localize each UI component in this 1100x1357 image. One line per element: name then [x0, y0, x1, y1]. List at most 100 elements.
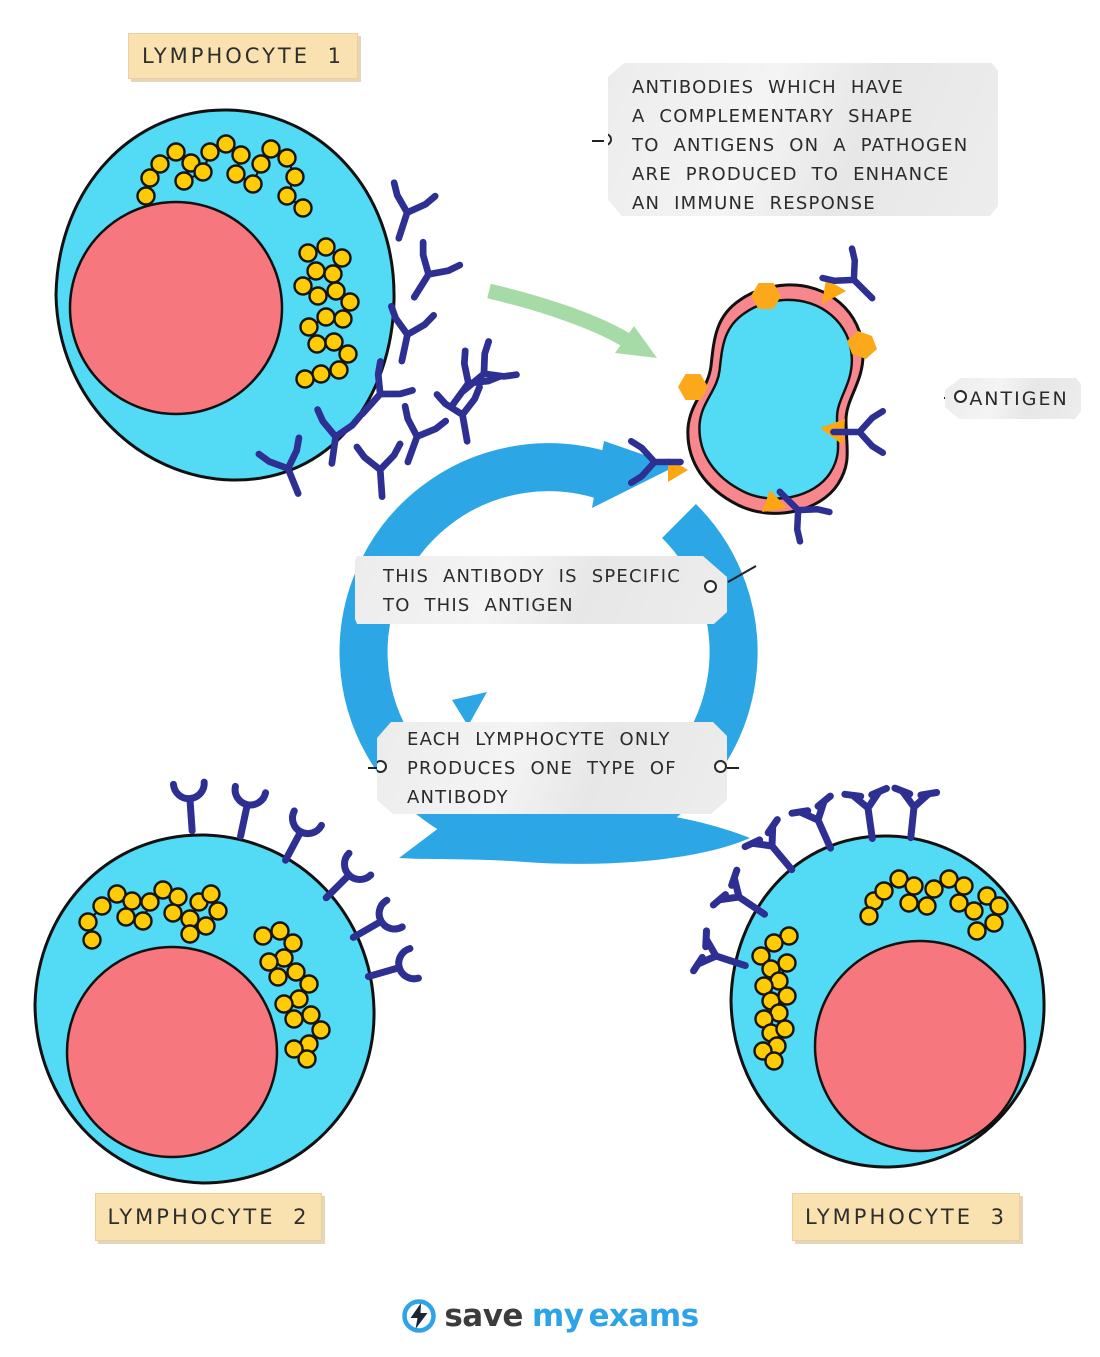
- ribosome-dot: [859, 906, 879, 926]
- cycle-arrow-notch: [452, 692, 487, 726]
- tag-hole-icon: [704, 580, 717, 593]
- lymphocyte-3-nucleus: [813, 939, 1027, 1153]
- tag-hole-icon: [714, 760, 727, 773]
- rough-er-chain: [253, 921, 331, 1069]
- rough-er-chain: [293, 237, 360, 389]
- logo-word-my: my: [531, 1298, 584, 1334]
- pathogen-cytoplasm: [698, 298, 854, 500]
- rough-er-chain: [751, 926, 799, 1071]
- ribosome-dot: [163, 903, 183, 923]
- ribosome-dot: [984, 913, 1004, 933]
- green-arrow: [487, 283, 657, 358]
- callout-line: ARE PRODUCED TO ENHANCE: [632, 164, 950, 185]
- ribosome-dot: [295, 369, 315, 389]
- ribosome-dot: [329, 360, 349, 380]
- callout-line: AN IMMUNE RESPONSE: [632, 193, 876, 214]
- ribosome-dot: [340, 292, 360, 312]
- ribosome-dot: [274, 994, 294, 1014]
- ribosome-dot: [326, 281, 346, 301]
- ribosome-dot: [299, 317, 319, 337]
- antigen-hexagon-icon: [847, 331, 877, 359]
- ribosome-dot: [874, 881, 894, 901]
- ribosome-dot: [166, 142, 186, 162]
- ribosome-dot: [150, 154, 170, 174]
- rough-er-chain: [136, 134, 313, 218]
- ribosome-dot: [231, 145, 251, 165]
- tag-hole-icon: [954, 390, 967, 403]
- rough-er-chain: [859, 869, 1009, 941]
- ribosome-dot: [308, 286, 328, 306]
- ribosome-dot: [136, 186, 156, 206]
- receptor-icon: [173, 782, 207, 832]
- callout-antibody-specific: THIS ANTIBODY IS SPECIFIC TO THIS ANTIGE…: [355, 556, 727, 624]
- lymphocyte-3-label: LYMPHOCYTE 3: [792, 1193, 1020, 1241]
- ribosome-dot: [924, 879, 944, 899]
- callout-line: TO ANTIGENS ON A PATHOGEN: [632, 135, 969, 156]
- ribosome-dot: [298, 243, 318, 263]
- ribosome-dot: [286, 962, 306, 982]
- ribosome-dot: [306, 261, 326, 281]
- ribosome-dot: [904, 876, 924, 896]
- ribosome-dot: [140, 892, 160, 912]
- ribosome-dot: [954, 876, 974, 896]
- ribosome-dot: [949, 893, 969, 913]
- ribosome-dot: [284, 1039, 304, 1059]
- ribosome-dot: [751, 946, 771, 966]
- ribosome-dot: [297, 1049, 317, 1069]
- ribosome-dot: [251, 154, 271, 174]
- ribosome-dot: [268, 967, 288, 987]
- callout-line: A COMPLEMENTARY SHAPE: [632, 106, 914, 127]
- binding-triangle-icon: [762, 490, 787, 512]
- ribosome-dot: [775, 1019, 795, 1039]
- callout-line: TO THIS ANTIGEN: [383, 595, 574, 616]
- ribosome-dot: [332, 248, 352, 268]
- cycle-arrow-tail: [399, 807, 750, 864]
- ribosome-dot: [208, 901, 228, 921]
- receptor-icon: [890, 788, 937, 840]
- ribosome-dot: [301, 1005, 321, 1025]
- ribosome-dot: [285, 167, 305, 187]
- callout-line: THIS ANTIBODY IS SPECIFIC: [383, 566, 682, 587]
- ribosome-dot: [323, 264, 343, 284]
- callout-line: PRODUCES ONE TYPE OF: [407, 758, 677, 779]
- lightning-bolt-icon: [402, 1299, 437, 1333]
- ribosome-dot: [284, 1009, 304, 1029]
- ribosome-dot: [140, 168, 160, 188]
- ribosome-dot: [964, 901, 984, 921]
- ribosome-dot: [253, 926, 273, 946]
- ribosome-dot: [311, 364, 331, 384]
- callout-one-type: EACH LYMPHOCYTE ONLY PRODUCES ONE TYPE O…: [377, 722, 727, 814]
- ribosome-dot: [899, 893, 919, 913]
- ribosome-dot: [277, 186, 297, 206]
- ribosome-dot: [200, 142, 220, 162]
- antibody-icon: [388, 406, 446, 469]
- antibody-icon: [357, 444, 404, 498]
- callout-line: ANTIBODY: [407, 787, 509, 808]
- ribosome-dot: [917, 896, 937, 916]
- ribosome-dot: [311, 1020, 331, 1040]
- ribosome-dot: [293, 276, 313, 296]
- lymphocyte-2-label: LYMPHOCYTE 2: [95, 1193, 322, 1241]
- receptor-icon: [226, 786, 266, 839]
- leader-lines: [368, 140, 957, 769]
- ribosome-dot: [270, 921, 290, 941]
- lymphocyte-1: [54, 108, 516, 502]
- callout-line: EACH LYMPHOCYTE ONLY: [407, 729, 671, 750]
- ribosome-dot: [764, 933, 784, 953]
- ribosome-dot: [338, 344, 358, 364]
- ribosome-dot: [180, 924, 200, 944]
- ribosome-dot: [261, 139, 281, 159]
- pathogen: [631, 249, 887, 542]
- ribosome-dot: [196, 916, 216, 936]
- ribosome-dot: [259, 952, 279, 972]
- binding-triangle-icon: [822, 279, 846, 304]
- ribosome-dot: [193, 162, 213, 182]
- callout-line: ANTIBODIES WHICH HAVE: [632, 77, 905, 98]
- antigen-label: ANTIGEN: [945, 378, 1081, 419]
- ribosome-dot: [82, 930, 102, 950]
- logo-word-exams: exams: [588, 1298, 699, 1334]
- ribosome-dot: [316, 237, 336, 257]
- callout-antibody-production: ANTIBODIES WHICH HAVE A COMPLEMENTARY SH…: [608, 63, 998, 216]
